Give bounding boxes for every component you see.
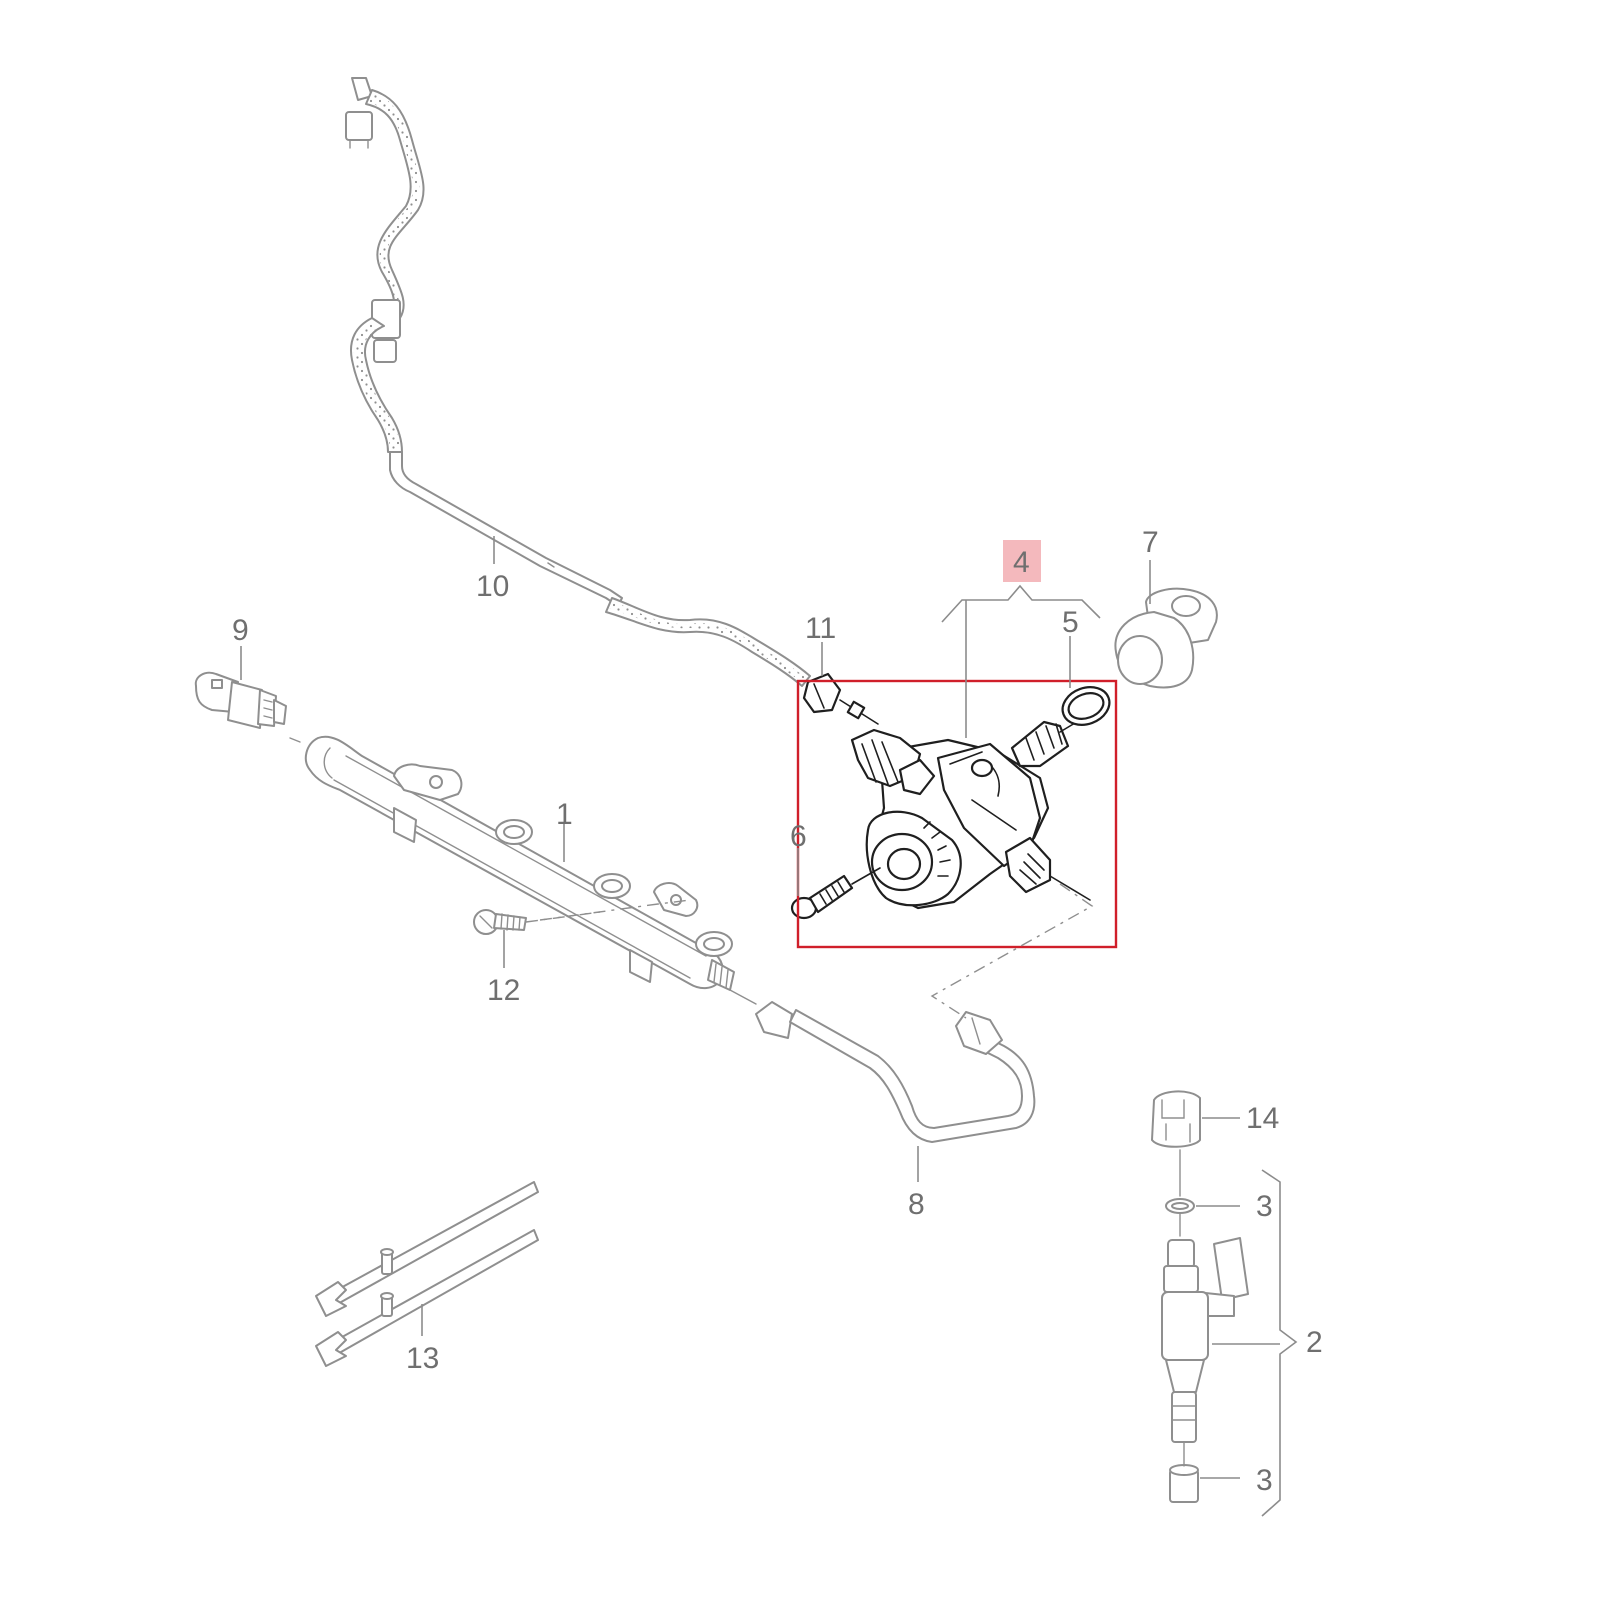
callout-9: 9 [232,614,249,647]
callout-3-lower: 3 [1256,1464,1273,1497]
callout-1: 1 [556,798,573,831]
retaining-clip[interactable] [1151,1090,1201,1148]
fuel-supply-line[interactable] [345,77,811,687]
callout-6: 6 [790,820,807,853]
highlight-badge [1003,540,1041,582]
pressure-sensor[interactable] [194,671,287,729]
highlight-frame [796,679,1118,949]
assembly-line-rail-pipe [729,989,757,1005]
callout-2: 2 [1306,1326,1323,1359]
callout-3-upper: 3 [1256,1190,1273,1223]
assembly-line-bolt [525,911,601,923]
callout-10: 10 [476,570,509,603]
assembly-line-rail [539,899,691,921]
callout-14: 14 [1246,1102,1279,1135]
hose-clip[interactable] [802,672,879,725]
callout-8: 8 [908,1188,925,1221]
high-pressure-pipe[interactable] [755,1001,1036,1143]
cable-ties[interactable] [315,1181,539,1367]
fuel-injector[interactable] [1161,1198,1249,1503]
o-ring[interactable] [1057,681,1114,731]
callout-13: 13 [406,1342,439,1375]
pump-bolt[interactable] [790,867,881,920]
callout-11: 11 [805,612,836,645]
leader-lines [240,536,1298,1517]
pump-follower[interactable] [1114,587,1218,689]
callout-5: 5 [1062,606,1079,639]
assembly-line-sensor [289,737,301,743]
assembly-line-pipe [930,883,1094,1019]
callout-12: 12 [487,974,520,1007]
high-pressure-pump[interactable] [850,713,1091,910]
fuel-rail[interactable] [304,735,735,991]
callout-4: 4 [1013,546,1030,579]
mounting-bolt[interactable] [473,909,527,935]
callout-7: 7 [1142,526,1159,559]
